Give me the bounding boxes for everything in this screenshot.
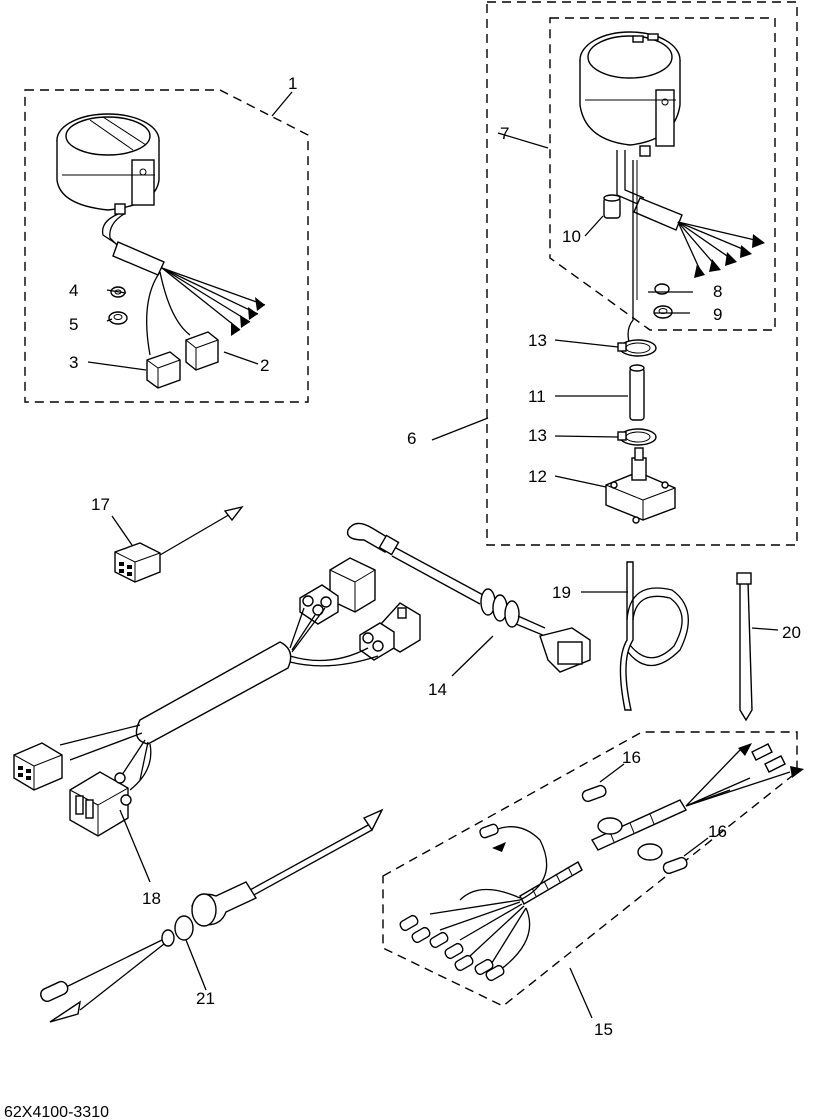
callout-21: 21 [196,989,215,1008]
callout-labels: 1 2 3 4 5 6 7 8 9 10 11 12 13 13 14 15 1… [69,74,801,1039]
group-6-meter-assembly [431,1,798,546]
callout-12: 12 [528,467,547,486]
part-19-tube [581,561,689,711]
part-21-sensor [40,808,384,1023]
callout-15: 15 [594,1020,613,1039]
meter-gauge-1 [56,113,160,215]
callout-14: 14 [428,680,447,699]
nut-5 [108,311,128,325]
group-7-dashed-outline [549,17,776,331]
clamp-13-lower [617,428,657,446]
callout-11: 11 [528,387,546,406]
connector-3 [146,351,181,389]
clamp-13-upper [617,339,657,357]
callout-1: 1 [288,74,297,93]
harness-18-lower-connector [69,771,132,837]
terminal-16-upper [581,784,607,803]
grommet-14 [480,588,520,628]
group-1-meter-assembly [24,89,309,403]
nut-9 [653,305,673,319]
callout-13-upper: 13 [528,331,547,350]
callout-4: 4 [69,281,78,300]
harness-15-terminals [399,823,506,982]
harness-18-upper-connector [299,557,376,625]
callout-5: 5 [69,315,78,334]
group-6-dashed-outline [486,1,798,546]
meter-gauge-7 [579,31,681,157]
part-18-main-harness [13,557,421,883]
callout-7: 7 [500,124,509,143]
part-14-cable [346,522,591,677]
connector-2 [185,331,219,371]
cap-10 [603,194,621,219]
callout-17: 17 [91,495,110,514]
callout-9: 9 [713,305,722,324]
callout-6: 6 [407,429,416,448]
harness-18-left-connector [13,742,63,791]
callout-3: 3 [69,353,78,372]
meter-7-harness [616,150,765,278]
terminal-16-lower [662,856,688,875]
harness-18-sleeve [135,641,292,745]
callout-18: 18 [142,889,161,908]
callout-8: 8 [713,282,722,301]
callout-20: 20 [782,623,801,642]
callout-2: 2 [260,356,269,375]
callout-13-lower: 13 [528,426,547,445]
callout-16-upper: 16 [622,748,641,767]
group-15-harness [382,731,804,1019]
callout-10: 10 [562,227,581,246]
tube-11 [629,364,645,421]
group-1-dashed-outline [24,89,309,403]
document-number: 62X4100-3310 [4,1104,109,1120]
harness-18-mid-connector [359,602,421,661]
part-17-plug [111,505,244,583]
fitting-12 [605,447,676,524]
callout-16-lower: 16 [708,822,727,841]
group-15-dashed-outline [382,731,798,1007]
part-20-cable-tie [736,572,779,722]
meter-1-harness [101,213,266,356]
callout-19: 19 [552,583,571,602]
